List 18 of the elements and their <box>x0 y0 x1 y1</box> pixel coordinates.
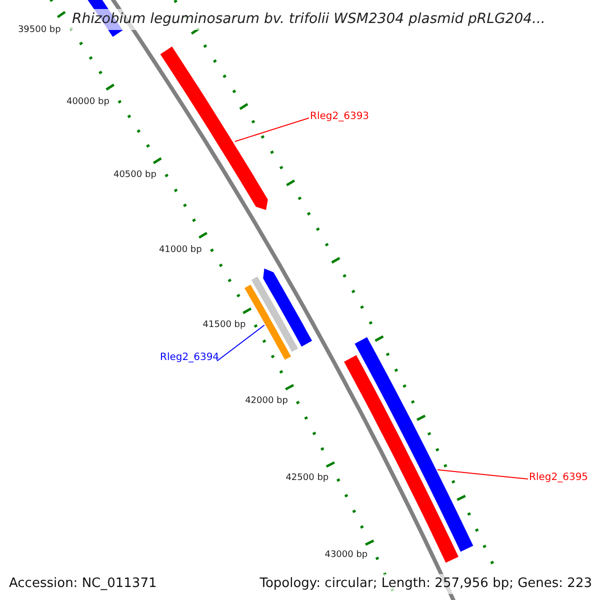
leader-line <box>234 118 310 142</box>
gene-arrow <box>244 284 291 360</box>
tick-label: 42000 bp <box>245 396 288 406</box>
gene-label: Rleg2_6393 <box>310 112 370 122</box>
gene-label: Rleg2_6395 <box>529 473 588 483</box>
tick-label: 43000 bp <box>324 551 368 560</box>
gene-arrow <box>160 46 268 210</box>
gene-label: Rleg2_6394 <box>160 353 220 363</box>
tick-label: 40000 bp <box>66 98 110 108</box>
tick-label: 40500 bp <box>113 171 156 180</box>
tick-label: 42500 bp <box>286 474 329 483</box>
tick-label: 39500 bp <box>18 26 61 35</box>
leader-line <box>216 324 265 362</box>
gene-arrow <box>354 337 474 552</box>
topology-text: Topology: circular; Length: 257,956 bp; Genes: 223 <box>260 574 592 594</box>
accession-text: Accession: NC_011371 <box>9 575 157 593</box>
tick-label: 41500 bp <box>202 320 246 330</box>
tick-label: 41000 bp <box>158 246 202 254</box>
